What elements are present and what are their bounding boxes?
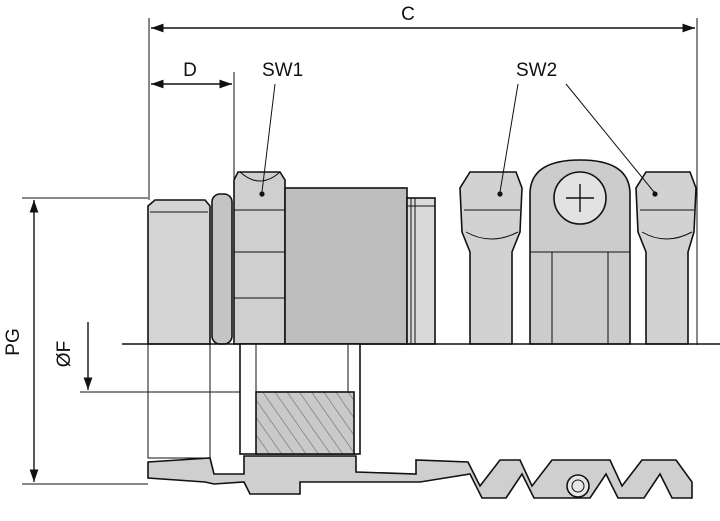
sleeve — [284, 187, 408, 345]
ribbed-adapter — [406, 197, 436, 345]
o-ring — [211, 193, 233, 345]
section-entry-bore — [147, 343, 211, 459]
label-pg: PG — [3, 328, 24, 355]
gland-section — [147, 343, 693, 499]
nut-edge — [641, 231, 693, 240]
label-d: D — [183, 60, 197, 81]
dimension-c: C — [148, 4, 698, 345]
callouts: SW1 SW2 — [259, 60, 658, 197]
leader-sw2-right — [565, 83, 655, 193]
leader-dot-sw1 — [259, 191, 265, 197]
gland-body-outside — [147, 159, 697, 345]
hex-sw1 — [233, 171, 286, 345]
nut-sw2-left — [459, 171, 523, 345]
nut-sw2-right — [635, 171, 697, 345]
hex-chamfer — [239, 171, 281, 182]
label-sw1: SW1 — [262, 60, 303, 81]
label-f: ØF — [54, 341, 75, 367]
entry-thread — [147, 199, 211, 345]
leader-sw2-left — [499, 83, 519, 193]
label-c: C — [401, 4, 415, 25]
screw-thread — [571, 479, 585, 493]
leader-dot-sw2-right — [652, 191, 658, 197]
dimension-f: ØF — [54, 322, 245, 393]
seal-insert — [255, 391, 355, 455]
leader-sw1 — [261, 83, 276, 193]
section-outline-bottom — [147, 455, 693, 499]
dimension-d: D — [151, 60, 235, 200]
leader-dot-sw2-left — [497, 191, 503, 197]
label-sw2: SW2 — [516, 60, 557, 81]
screw-section — [566, 474, 590, 498]
nut-edge — [465, 231, 519, 240]
dimension-pg: PG — [3, 197, 148, 485]
